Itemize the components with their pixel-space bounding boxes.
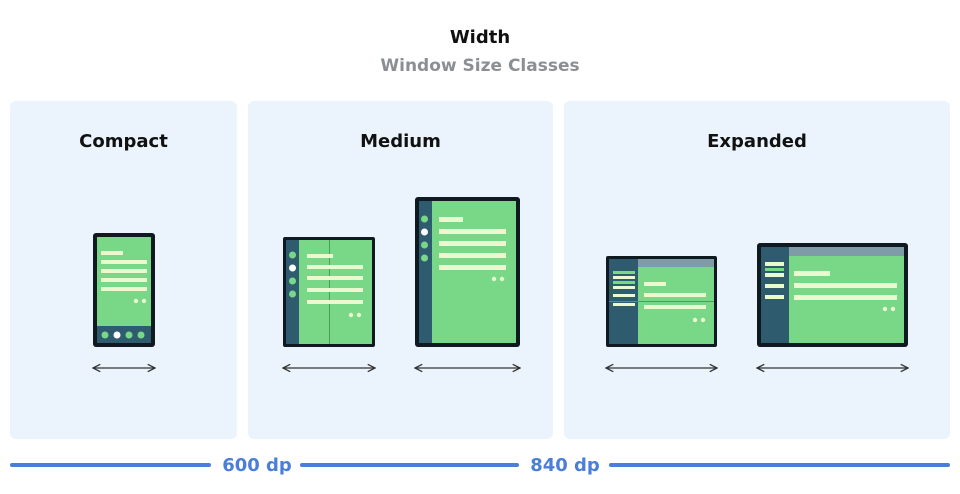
breakpoint-label-600: 600 dp xyxy=(222,455,292,476)
panel-label-compact: Compact xyxy=(79,131,168,152)
breakpoint-label-840: 840 dp xyxy=(530,455,600,476)
page-subtitle: Window Size Classes xyxy=(380,56,580,76)
foldable-device xyxy=(283,237,375,347)
tablet-portrait-device xyxy=(415,197,520,347)
page-title: Width xyxy=(449,27,511,48)
tablet-landscape-device xyxy=(757,243,908,347)
panel-label-medium: Medium xyxy=(360,131,441,152)
bottom-nav-dots xyxy=(101,331,145,339)
panel-label-expanded: Expanded xyxy=(707,131,807,152)
foldable-landscape-device xyxy=(606,256,717,347)
phone-device xyxy=(93,233,155,347)
